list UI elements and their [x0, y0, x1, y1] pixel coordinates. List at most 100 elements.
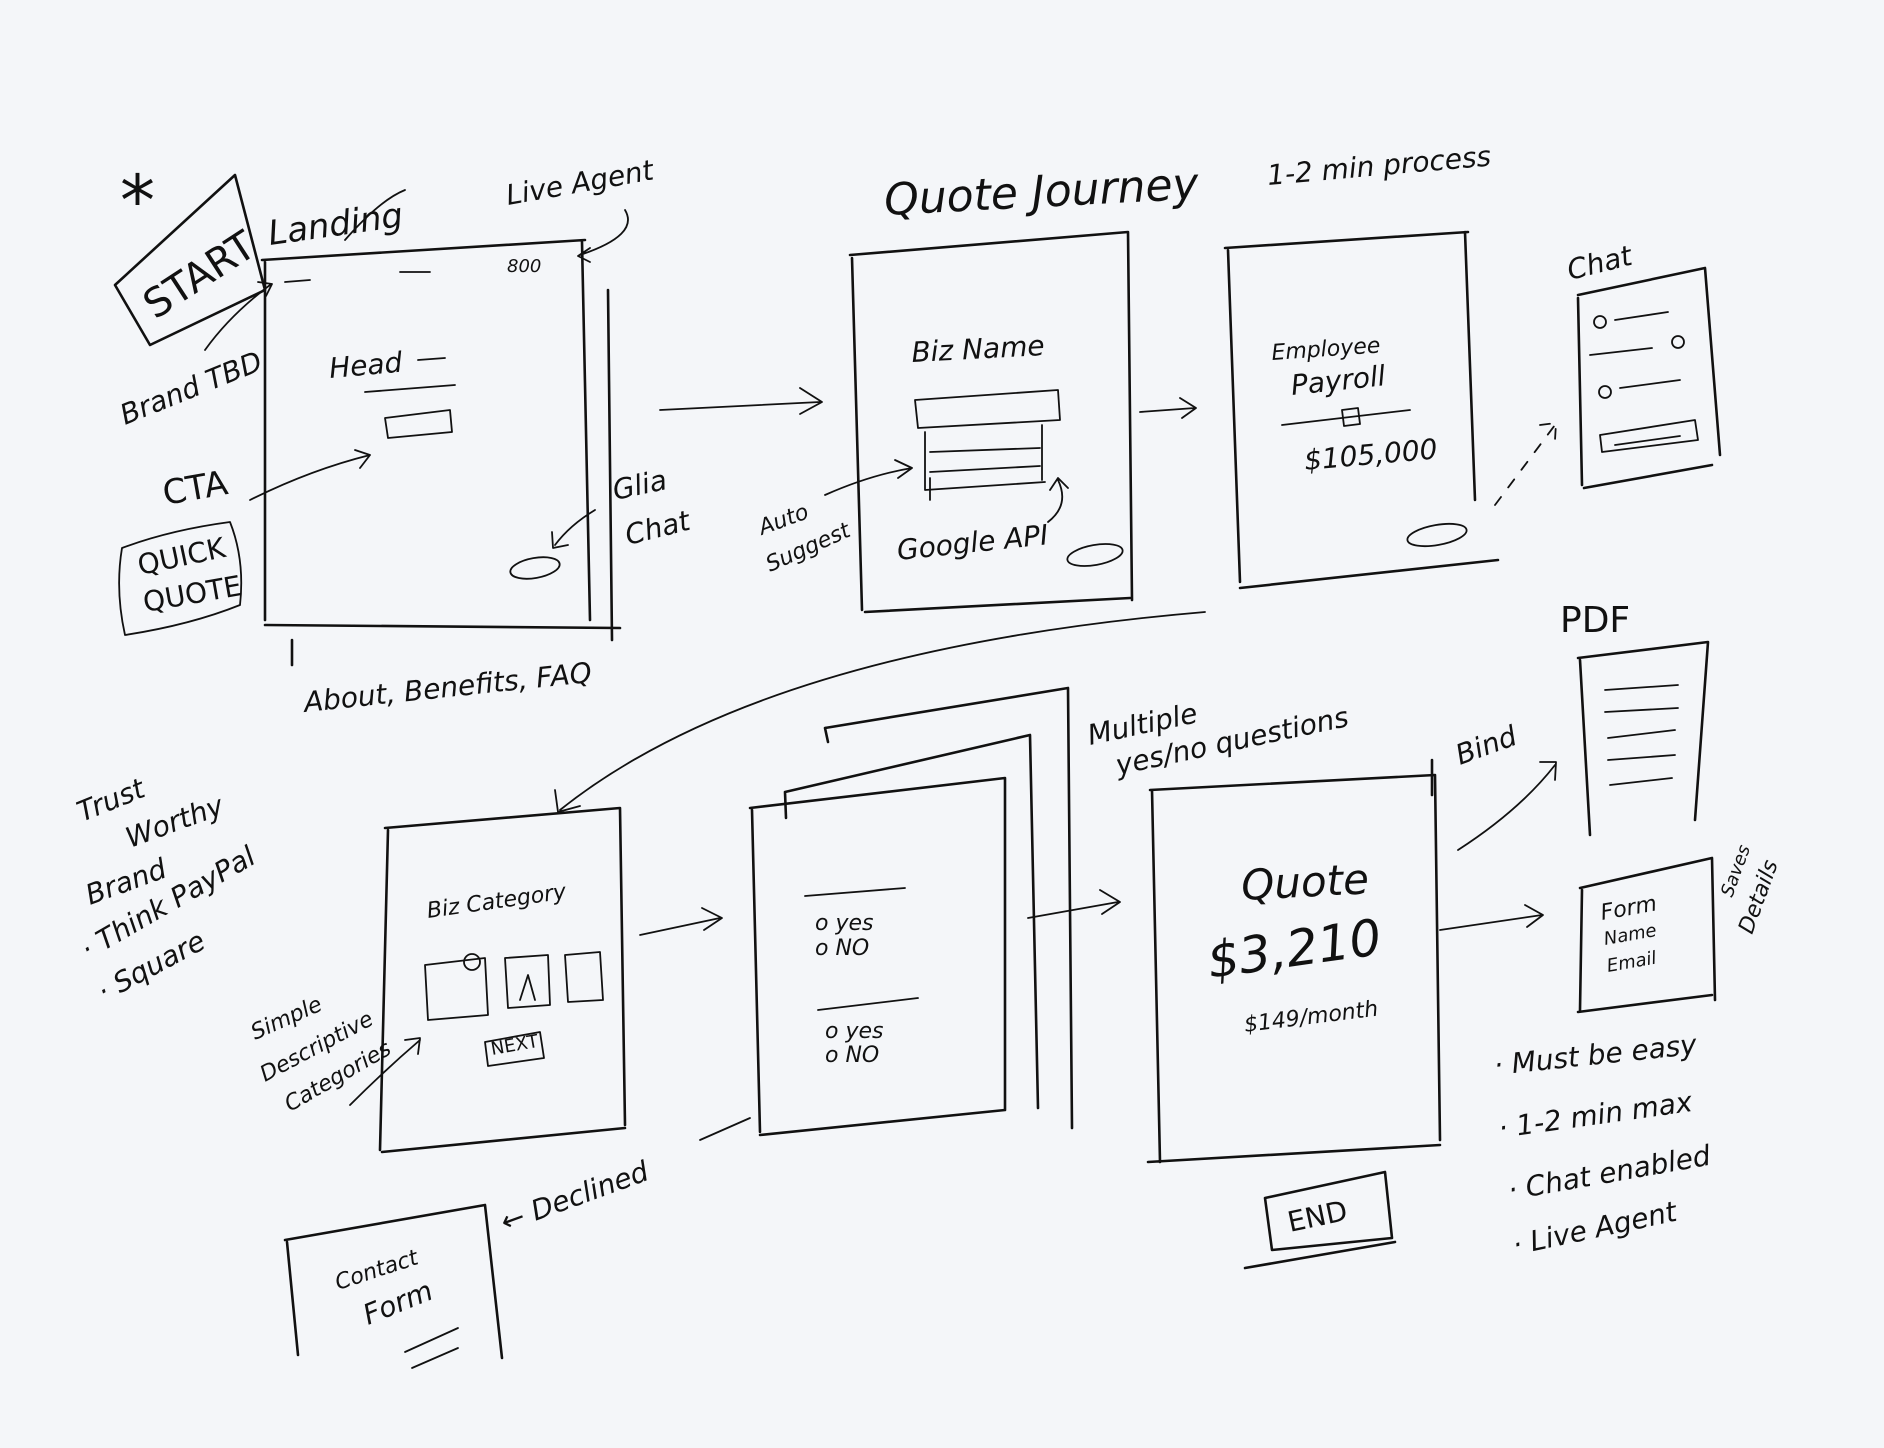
declined-label: ← Declined [496, 1155, 653, 1239]
contact-form-frame [283, 1203, 504, 1360]
landing-group: Landing Live Agent 800 Head CTA QUICK QU… [118, 153, 694, 719]
category-next-button [484, 1031, 545, 1067]
quick-quote-box [118, 521, 243, 636]
arrow-bizname-to-payroll [1139, 397, 1197, 419]
arrow-quote-to-form [1439, 904, 1544, 931]
biz-category-group: Biz Category NEXT Simple Descriptive Cat… [247, 806, 627, 1154]
question-2-no: o NO [825, 1043, 879, 1068]
end-label: END [1285, 1194, 1351, 1239]
live-agent-label: Live Agent [503, 153, 656, 212]
payroll-frame [1223, 230, 1500, 590]
form-box-frame [1576, 856, 1717, 1014]
brand-arrow [204, 281, 273, 351]
bizname-suggestions [924, 424, 1046, 501]
auto-suggest-line-1: Auto [754, 500, 812, 542]
requirement-1: · Must be easy [1492, 1028, 1698, 1082]
google-api-arrow [1047, 477, 1069, 523]
quote-monthly: $149/month [1243, 997, 1380, 1038]
landing-head-text: Head [328, 346, 404, 385]
start-group: * START Brand TBD [113, 160, 273, 432]
glia-chat-line-2: Chat [622, 504, 694, 552]
cta-arrow [249, 449, 371, 501]
quote-title: Quote [1240, 854, 1370, 910]
pdf-title: PDF [1560, 600, 1630, 641]
cta-label: CTA [160, 463, 231, 514]
questions-front-frame [748, 776, 1007, 1137]
payroll-slider [1281, 407, 1411, 427]
bizname-frame [848, 230, 1134, 614]
glia-chat-arrow [551, 509, 596, 549]
chat-input [1599, 419, 1699, 453]
landing-nav-text: 800 [507, 256, 541, 277]
requirement-2: · 1-2 min max [1496, 1085, 1694, 1145]
arrow-questions-to-quote [1027, 889, 1121, 919]
declined-line [699, 1117, 751, 1141]
start-star: * [120, 160, 155, 242]
category-title: Biz Category [425, 880, 568, 924]
chat-frame [1576, 266, 1722, 490]
quote-journey-group: Quote Journey 1-2 min process Biz Name A… [754, 140, 1557, 614]
category-tile-2 [504, 954, 551, 1009]
landing-head-lines [364, 357, 456, 393]
landing-frame [260, 238, 614, 642]
live-agent-arrow [577, 209, 629, 263]
category-tile-3 [564, 951, 604, 1003]
bind-label: Bind [1451, 719, 1521, 771]
quote-amount: $3,210 [1204, 908, 1385, 990]
landing-title-flourish [344, 189, 406, 241]
landing-nav-marks [284, 271, 431, 283]
category-next-label: NEXT [489, 1031, 541, 1060]
requirement-3: · Chat enabled [1505, 1139, 1713, 1207]
pdf-frame [1576, 640, 1710, 837]
payroll-chat-bubble [1406, 522, 1468, 548]
questions-divider-1 [804, 887, 906, 897]
quote-group: Quote $3,210 $149/month END [1146, 758, 1442, 1270]
process-note: 1-2 min process [1266, 140, 1493, 192]
landing-cta-button [384, 409, 453, 439]
arrow-quote-to-pdf [1457, 761, 1557, 851]
chat-title: Chat [1564, 239, 1636, 287]
form-box-group: Form Name Email Saves Details [1576, 842, 1784, 1014]
chat-message-3 [1619, 379, 1681, 389]
arrow-category-to-questions [639, 907, 723, 936]
pdf-lines [1604, 684, 1679, 786]
pdf-group: PDF [1560, 600, 1710, 837]
requirements-group: · Must be easy · 1-2 min max · Chat enab… [1492, 1028, 1713, 1262]
simple-note-arrow [349, 1037, 421, 1106]
payroll-value: $105,000 [1303, 432, 1439, 477]
arrow-payroll-to-chat [1494, 422, 1557, 506]
quote-journey-title: Quote Journey [883, 159, 1201, 226]
chat-group: Chat [1564, 239, 1722, 490]
payroll-line-2: Payroll [1289, 359, 1387, 402]
landing-bottom [263, 623, 622, 667]
questions-group: o yes o NO o yes o NO Multiple yes/no qu… [748, 686, 1351, 1137]
question-1-yes: o yes [815, 911, 873, 936]
chat-bubble-1 [1593, 315, 1607, 329]
category-frame [378, 806, 627, 1154]
quote-frame [1146, 758, 1442, 1164]
landing-title: Landing [266, 195, 406, 253]
question-2-yes: o yes [825, 1019, 883, 1044]
trust-note-group: Trust Worthy Brand · Think PayPal · Squa… [72, 771, 261, 1008]
arrow-landing-to-bizname [659, 387, 823, 415]
category-tile-1-icon [463, 953, 481, 971]
bizname-input [914, 389, 1061, 429]
landing-chat-bubble [509, 556, 561, 580]
questions-divider-2 [817, 997, 919, 1011]
google-api-label: Google API [895, 518, 1050, 567]
arrow-payroll-to-category [554, 611, 1206, 813]
requirement-4: · Live Agent [1510, 1195, 1681, 1262]
bizname-title: Biz Name [911, 329, 1046, 369]
bizname-chat-bubble [1066, 543, 1124, 567]
auto-suggest-arrow [824, 459, 913, 496]
glia-chat-line-1: Glia [610, 463, 670, 507]
chat-bubble-3 [1598, 385, 1612, 399]
end-box [1243, 1170, 1397, 1270]
chat-bubble-2 [1671, 335, 1685, 349]
question-1-no: o NO [815, 936, 869, 961]
contact-form-underline [404, 1327, 459, 1369]
form-box-line-3: Email [1605, 948, 1658, 977]
chat-message-1 [1589, 311, 1669, 356]
brand-tbd-note: Brand TBD [115, 345, 267, 432]
